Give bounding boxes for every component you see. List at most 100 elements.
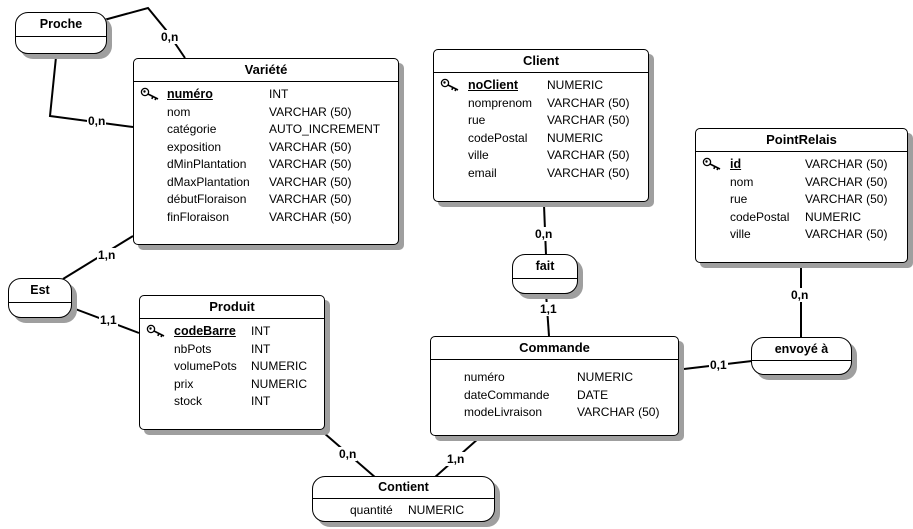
association-title: envoyé à	[752, 338, 851, 361]
association-title: fait	[513, 255, 577, 279]
attribute-type: VARCHAR (50)	[547, 165, 630, 180]
attribute-type: VARCHAR (50)	[547, 113, 630, 127]
association-fait[interactable]: fait	[512, 254, 578, 294]
cardinality-label: 1,n	[446, 452, 466, 466]
attribute-type: NUMERIC	[251, 376, 307, 391]
attribute-row: numéro INT	[134, 86, 398, 104]
association-envoye-a[interactable]: envoyé à	[751, 337, 852, 375]
attribute-row: modeLivraison VARCHAR (50)	[431, 404, 678, 422]
attribute-name: numéro	[167, 87, 213, 101]
attribute-name: numéro	[464, 370, 505, 384]
attribute-name: noClient	[468, 78, 518, 92]
attribute-type: VARCHAR (50)	[269, 139, 352, 154]
attribute-name: ville	[730, 227, 751, 241]
attribute-type: INT	[251, 341, 271, 356]
entity-title: Commande	[431, 337, 678, 360]
attribute-type: VARCHAR (50)	[805, 227, 888, 241]
attribute-row: email VARCHAR (50)	[434, 165, 648, 183]
attribute-type: NUMERIC	[408, 503, 464, 517]
cardinality-label: 1,1	[539, 302, 558, 316]
attribute-name: finFloraison	[167, 209, 230, 224]
cardinality-label: 0,1	[709, 358, 728, 372]
attribute-row: stock INT	[140, 393, 324, 411]
attribute-name: modeLivraison	[464, 405, 543, 419]
attribute-type: NUMERIC	[577, 370, 633, 384]
attribute-name: débutFloraison	[167, 192, 247, 206]
attribute-list: codeBarre INT nbPots INT volumePots NUME…	[140, 319, 324, 411]
attribute-list: numéro NUMERIC dateCommande DATE modeLiv…	[431, 360, 678, 422]
attribute-name: rue	[730, 192, 748, 206]
attribute-name: codeBarre	[174, 324, 236, 338]
link-proche-variete-top	[103, 6, 186, 59]
association-proche[interactable]: Proche	[15, 12, 107, 54]
attribute-name: id	[730, 157, 742, 171]
association-title: Est	[9, 279, 71, 303]
attribute-name: rue	[468, 113, 486, 127]
attribute-name: quantité	[350, 503, 393, 517]
association-title: Contient	[313, 477, 494, 499]
attribute-name: ville	[468, 148, 489, 162]
attribute-row: codeBarre INT	[140, 323, 324, 341]
entity-commande[interactable]: Commande numéro NUMERIC dateCommande DAT…	[430, 336, 679, 436]
key-icon	[440, 78, 459, 92]
attribute-type: NUMERIC	[547, 130, 603, 145]
attribute-row: rue VARCHAR (50)	[696, 191, 907, 209]
attribute-list: noClient NUMERIC nomprenom VARCHAR (50) …	[434, 73, 648, 182]
attribute-type: INT	[251, 394, 271, 408]
attribute-type: VARCHAR (50)	[547, 95, 630, 110]
key-icon	[146, 324, 165, 338]
attribute-name: prix	[174, 376, 194, 391]
cardinality-label: 1,n	[97, 248, 117, 262]
attribute-row: prix NUMERIC	[140, 376, 324, 394]
key-icon	[140, 87, 159, 101]
cardinality-label: 0,n	[338, 447, 358, 461]
attribute-row: id VARCHAR (50)	[696, 156, 907, 174]
attribute-type: NUMERIC	[547, 78, 603, 92]
attribute-type: VARCHAR (50)	[269, 104, 352, 119]
attribute-name: nom	[730, 174, 754, 189]
entity-client[interactable]: Client noClient NUMERIC nomprenom VARCHA…	[433, 49, 649, 202]
attribute-row: nom VARCHAR (50)	[696, 174, 907, 192]
attribute-row: nom VARCHAR (50)	[134, 104, 398, 122]
association-est[interactable]: Est	[8, 278, 72, 318]
attribute-type: VARCHAR (50)	[269, 174, 352, 189]
attribute-row: codePostal NUMERIC	[434, 130, 648, 148]
attribute-row: finFloraison VARCHAR (50)	[134, 209, 398, 227]
association-title: Proche	[16, 13, 106, 37]
attribute-name: nbPots	[174, 341, 212, 356]
attribute-type: VARCHAR (50)	[805, 174, 888, 189]
entity-title: Client	[434, 50, 648, 73]
attribute-type: VARCHAR (50)	[577, 405, 660, 419]
cardinality-label: 0,n	[790, 288, 810, 302]
entity-pointrelais[interactable]: PointRelais id VARCHAR (50) nom VARCHAR …	[695, 128, 908, 263]
entity-produit[interactable]: Produit codeBarre INT nbPots INT volumeP…	[139, 295, 325, 430]
attribute-name: nom	[167, 104, 191, 119]
attribute-row: dateCommande DATE	[431, 387, 678, 405]
attribute-name: email	[468, 165, 497, 180]
attribute-name: dMaxPlantation	[167, 174, 250, 189]
attribute-row: codePostal NUMERIC	[696, 209, 907, 227]
attribute-type: VARCHAR (50)	[547, 148, 630, 162]
attribute-type: INT	[251, 324, 271, 338]
attribute-type: VARCHAR (50)	[269, 157, 352, 171]
attribute-type: VARCHAR (50)	[805, 192, 888, 206]
attribute-row: ville VARCHAR (50)	[696, 226, 907, 244]
attribute-row: dMinPlantation VARCHAR (50)	[134, 156, 398, 174]
attribute-name: catégorie	[167, 122, 217, 136]
attribute-type: NUMERIC	[805, 209, 861, 224]
attribute-name: codePostal	[730, 209, 790, 224]
cardinality-label: 0,n	[534, 227, 554, 241]
attribute-type: VARCHAR (50)	[269, 209, 352, 224]
attribute-name: dateCommande	[464, 387, 550, 402]
attribute-row: volumePots NUMERIC	[140, 358, 324, 376]
attribute-row: rue VARCHAR (50)	[434, 112, 648, 130]
attribute-row: débutFloraison VARCHAR (50)	[134, 191, 398, 209]
attribute-row: quantité NUMERIC	[313, 502, 494, 520]
attribute-row: numéro NUMERIC	[431, 369, 678, 387]
attribute-row: ville VARCHAR (50)	[434, 147, 648, 165]
attribute-row: nomprenom VARCHAR (50)	[434, 95, 648, 113]
attribute-row: nbPots INT	[140, 341, 324, 359]
key-icon	[702, 157, 721, 171]
entity-variete[interactable]: Variété numéro INT nom VARCHAR (50) caté…	[133, 58, 399, 245]
association-contient[interactable]: Contient quantité NUMERIC	[312, 476, 495, 522]
